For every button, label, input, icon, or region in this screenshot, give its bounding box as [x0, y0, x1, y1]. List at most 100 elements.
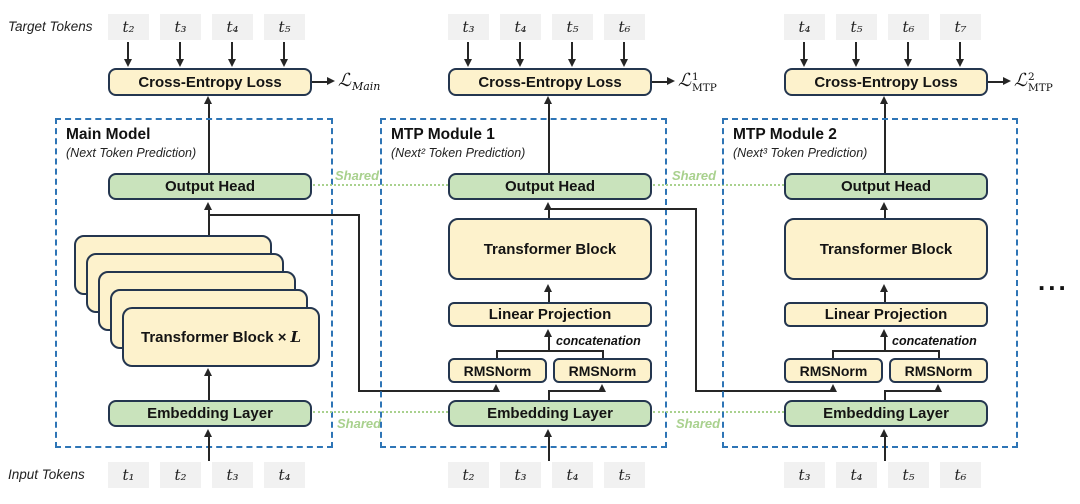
arrow-up-icon	[880, 329, 888, 337]
arrow-up-icon	[204, 368, 212, 376]
arrow-up-icon	[544, 429, 552, 437]
arrow-line	[548, 392, 550, 400]
arrow-up-icon	[880, 202, 888, 210]
concat-bracket	[602, 350, 604, 358]
arrow-line	[988, 81, 1004, 83]
main-model-subtitle: (Next Token Prediction)	[66, 146, 197, 160]
loss-superscript: 1	[691, 71, 699, 83]
branch-line-main-to-mtp1	[208, 214, 360, 216]
arrow-line	[208, 210, 210, 235]
arrow-line	[884, 390, 939, 392]
more-modules-ellipsis: ...	[1038, 266, 1069, 296]
mtp2-input-token: t₆	[940, 462, 981, 488]
arrow-up-icon	[204, 96, 212, 104]
arrow-line	[571, 42, 573, 59]
mtp1-title: MTP Module 1	[391, 126, 495, 143]
mtp2-target-token: t₇	[940, 14, 981, 40]
mtp1-embedding-layer-box: Embedding Layer	[448, 400, 652, 427]
arrow-up-icon	[880, 429, 888, 437]
mtp2-concatenation-label: concatenation	[892, 334, 977, 348]
loss-superscript: 2	[1027, 71, 1035, 83]
mtp2-transformer-block-box: Transformer Block	[784, 218, 988, 280]
arrow-line	[855, 42, 857, 59]
mtp1-transformer-block-box: Transformer Block	[448, 218, 652, 280]
mtp1-input-token: t₄	[552, 462, 593, 488]
arrow-line	[623, 42, 625, 59]
mtp2-cross-entropy-loss-box: Cross-Entropy Loss	[784, 68, 988, 96]
concat-bracket	[496, 350, 604, 352]
concat-bracket	[496, 350, 498, 358]
shared-output-head-link	[653, 184, 784, 186]
arrow-line	[548, 104, 550, 173]
arrow-line	[884, 437, 886, 461]
arrow-up-icon	[492, 384, 500, 392]
mtp2-dashed-box	[722, 118, 1018, 448]
arrow-line	[548, 337, 550, 352]
main-transformer-stack-label: Transformer Block ×	[140, 328, 287, 346]
main-cross-entropy-loss-box: Cross-Entropy Loss	[108, 68, 312, 96]
arrow-line	[548, 390, 603, 392]
mtp2-subtitle: (Next³ Token Prediction)	[733, 146, 868, 160]
concat-bracket	[938, 350, 940, 358]
mtp1-rmsnorm-right-box: RMSNorm	[553, 358, 652, 383]
main-target-token: t₃	[160, 14, 201, 40]
main-target-token: t₄	[212, 14, 253, 40]
arrow-line	[652, 81, 668, 83]
mtp1-input-token: t₃	[500, 462, 541, 488]
loss-script-l: ℒ	[338, 70, 351, 91]
mtp1-target-token: t₆	[604, 14, 645, 40]
main-embedding-layer-box: Embedding Layer	[108, 400, 312, 427]
arrow-up-icon	[544, 284, 552, 292]
arrow-line	[803, 42, 805, 59]
loss-script-l: ℒ	[678, 70, 691, 91]
arrow-line	[907, 42, 909, 59]
main-model-title: Main Model	[66, 126, 151, 143]
arrow-line	[548, 292, 550, 302]
shared-label: Shared	[335, 168, 380, 183]
main-target-token: t₂	[108, 14, 149, 40]
arrow-up-icon	[934, 384, 942, 392]
arrow-up-icon	[598, 384, 606, 392]
arrow-down-icon	[852, 59, 860, 67]
branch-line-mtp1-to-mtp2	[548, 208, 697, 210]
arrow-line	[884, 392, 886, 400]
arrow-line	[467, 42, 469, 59]
loss-subscript: MTP	[1027, 81, 1053, 94]
shared-label: Shared	[337, 416, 382, 431]
mtp1-cross-entropy-loss-box: Cross-Entropy Loss	[448, 68, 652, 96]
arrow-down-icon	[228, 59, 236, 67]
shared-label: Shared	[672, 168, 717, 183]
main-input-token: t₃	[212, 462, 253, 488]
loss-script-l: ℒ	[1014, 70, 1027, 91]
loss-subscript: Main	[351, 80, 381, 93]
arrow-line	[548, 210, 550, 218]
branch-line-main-to-mtp1	[358, 390, 497, 392]
mtp1-target-token: t₅	[552, 14, 593, 40]
mtp1-input-token: t₅	[604, 462, 645, 488]
arrow-up-icon	[829, 384, 837, 392]
main-transformer-stack-front: Transformer Block ×L	[122, 307, 320, 367]
arrow-line	[208, 437, 210, 461]
mtp1-linear-projection-box: Linear Projection	[448, 302, 652, 327]
arrow-up-icon	[544, 329, 552, 337]
arrow-down-icon	[516, 59, 524, 67]
mtp2-output-head-box: Output Head	[784, 173, 988, 200]
arrow-line	[312, 81, 328, 83]
main-output-head-box: Output Head	[108, 173, 312, 200]
arrow-line	[548, 437, 550, 461]
arrow-line	[208, 104, 210, 173]
arrow-right-icon	[327, 77, 335, 85]
arrow-line	[231, 42, 233, 59]
mtp2-title: MTP Module 2	[733, 126, 837, 143]
arrow-down-icon	[568, 59, 576, 67]
arrow-line	[959, 42, 961, 59]
arrow-line	[884, 337, 886, 352]
main-input-token: t₂	[160, 462, 201, 488]
arrow-line	[283, 42, 285, 59]
arrow-line	[519, 42, 521, 59]
target-tokens-row-label: Target Tokens	[8, 19, 93, 34]
mtp2-target-token: t₅	[836, 14, 877, 40]
arrow-down-icon	[280, 59, 288, 67]
